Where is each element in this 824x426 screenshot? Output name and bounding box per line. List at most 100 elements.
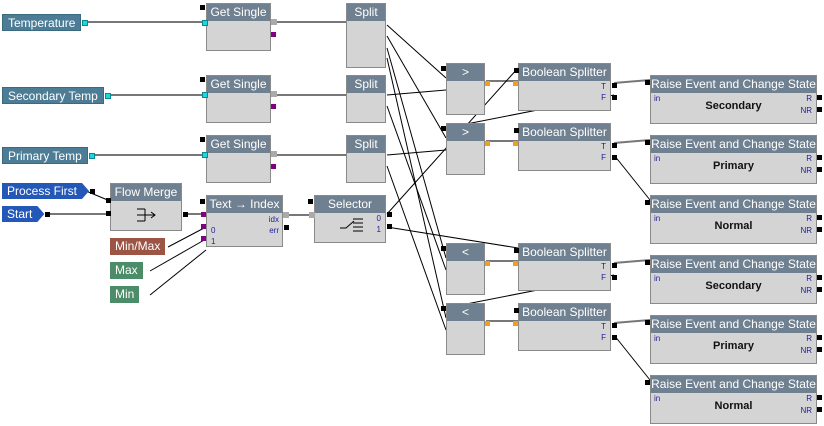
port[interactable]	[106, 198, 111, 203]
port[interactable]	[513, 81, 518, 86]
port[interactable]	[612, 323, 617, 328]
constant-max[interactable]: Max	[110, 262, 143, 279]
port[interactable]	[514, 128, 519, 133]
variable-primary-temp[interactable]: Primary Temp	[2, 147, 88, 164]
port[interactable]	[271, 104, 276, 109]
port[interactable]	[817, 347, 822, 352]
split-node[interactable]: Split	[346, 3, 386, 68]
port[interactable]	[45, 211, 51, 217]
port[interactable]	[308, 199, 313, 204]
port[interactable]	[201, 224, 206, 229]
port[interactable]	[513, 261, 518, 266]
port[interactable]	[283, 212, 289, 218]
port[interactable]	[104, 92, 111, 99]
port[interactable]	[817, 275, 822, 280]
port[interactable]	[514, 308, 519, 313]
port[interactable]	[513, 321, 518, 326]
port[interactable]	[200, 199, 205, 204]
port[interactable]	[200, 77, 205, 82]
port[interactable]	[271, 91, 277, 97]
port[interactable]	[817, 335, 822, 340]
port[interactable]	[441, 66, 446, 71]
port[interactable]	[485, 141, 490, 146]
port[interactable]	[202, 20, 208, 26]
port[interactable]	[817, 215, 822, 220]
port[interactable]	[200, 137, 205, 142]
port[interactable]	[612, 335, 617, 340]
port[interactable]	[645, 380, 650, 385]
port[interactable]	[817, 95, 822, 100]
port[interactable]	[612, 83, 617, 88]
port[interactable]	[817, 287, 822, 292]
port[interactable]	[284, 225, 289, 230]
event-start[interactable]: Start	[2, 206, 44, 222]
port[interactable]	[514, 248, 519, 253]
constant-min[interactable]: Min	[110, 286, 140, 303]
compare-node[interactable]: <	[446, 243, 485, 295]
port[interactable]	[183, 212, 188, 217]
variable-temperature[interactable]: Temperature	[2, 14, 82, 31]
port[interactable]	[485, 321, 490, 326]
port[interactable]	[441, 306, 446, 311]
port[interactable]	[88, 152, 95, 159]
port[interactable]	[612, 155, 617, 160]
port[interactable]	[201, 236, 206, 241]
event-process-first[interactable]: Process First	[2, 183, 89, 199]
port[interactable]	[513, 141, 518, 146]
port[interactable]	[817, 395, 822, 400]
get-single-node[interactable]: Get Single	[206, 135, 271, 183]
split-node[interactable]: Split	[346, 135, 386, 183]
flow-merge-node[interactable]: Flow Merge	[110, 183, 182, 231]
port[interactable]	[200, 5, 205, 10]
port[interactable]	[485, 261, 490, 266]
port[interactable]	[645, 200, 650, 205]
port[interactable]	[90, 188, 96, 194]
port[interactable]	[202, 92, 208, 98]
port[interactable]	[441, 126, 446, 131]
port[interactable]	[485, 81, 490, 86]
compare-node[interactable]: >	[446, 123, 485, 175]
port[interactable]	[612, 263, 617, 268]
port[interactable]	[387, 212, 392, 217]
port[interactable]	[645, 140, 650, 145]
get-single-node[interactable]: Get Single	[206, 75, 271, 123]
port[interactable]	[612, 275, 617, 280]
port[interactable]	[271, 19, 277, 25]
port[interactable]	[817, 155, 822, 160]
compare-node[interactable]: <	[446, 303, 485, 355]
port[interactable]	[202, 152, 208, 158]
port[interactable]	[817, 107, 822, 112]
port[interactable]	[612, 143, 617, 148]
port[interactable]	[441, 246, 446, 251]
port[interactable]	[271, 32, 276, 37]
port[interactable]	[106, 211, 111, 216]
port[interactable]	[817, 407, 822, 412]
port[interactable]	[514, 68, 519, 73]
variable-secondary-temp[interactable]: Secondary Temp	[2, 87, 104, 104]
port[interactable]	[309, 212, 315, 218]
port[interactable]	[817, 227, 822, 232]
port[interactable]	[271, 151, 277, 157]
split-node[interactable]: Split	[346, 75, 386, 123]
port[interactable]	[82, 19, 89, 26]
port[interactable]	[271, 164, 276, 169]
compare-node[interactable]: >	[446, 63, 485, 115]
constant-minmax[interactable]: Min/Max	[110, 238, 166, 255]
port[interactable]	[645, 320, 650, 325]
port[interactable]	[817, 167, 822, 172]
port[interactable]	[201, 212, 206, 217]
get-single-node[interactable]: Get Single	[206, 3, 271, 51]
port[interactable]	[612, 95, 617, 100]
